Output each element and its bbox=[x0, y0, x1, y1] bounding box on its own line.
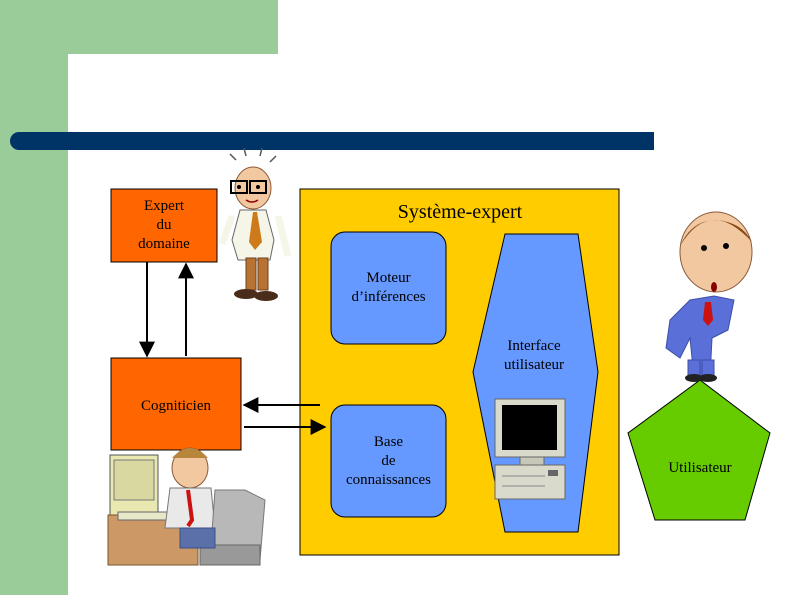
knowledge-label: Base de connaissances bbox=[346, 434, 431, 488]
side-green-band bbox=[0, 0, 68, 595]
inference-engine-box bbox=[330, 231, 447, 345]
expert-label: Expert du domaine bbox=[138, 198, 190, 252]
title-bar bbox=[10, 132, 654, 150]
desktop-computer-icon bbox=[494, 398, 566, 500]
user-pentagon bbox=[627, 379, 771, 521]
user-label: Utilisateur bbox=[668, 460, 732, 476]
inference-label: Moteur d’inférences bbox=[351, 270, 426, 305]
expert-box bbox=[110, 188, 218, 263]
man-at-computer-icon bbox=[107, 447, 266, 566]
top-green-block bbox=[0, 0, 278, 54]
system-title: Système-expert bbox=[397, 201, 523, 223]
thinking-man-icon bbox=[665, 211, 753, 382]
cogniticien-label: Cogniticien bbox=[141, 398, 211, 414]
cogniticien-box bbox=[110, 357, 242, 451]
interface-label: Interface utilisateur bbox=[504, 338, 564, 373]
knowledge-base-box bbox=[330, 404, 447, 518]
stressed-man-icon bbox=[218, 147, 292, 301]
